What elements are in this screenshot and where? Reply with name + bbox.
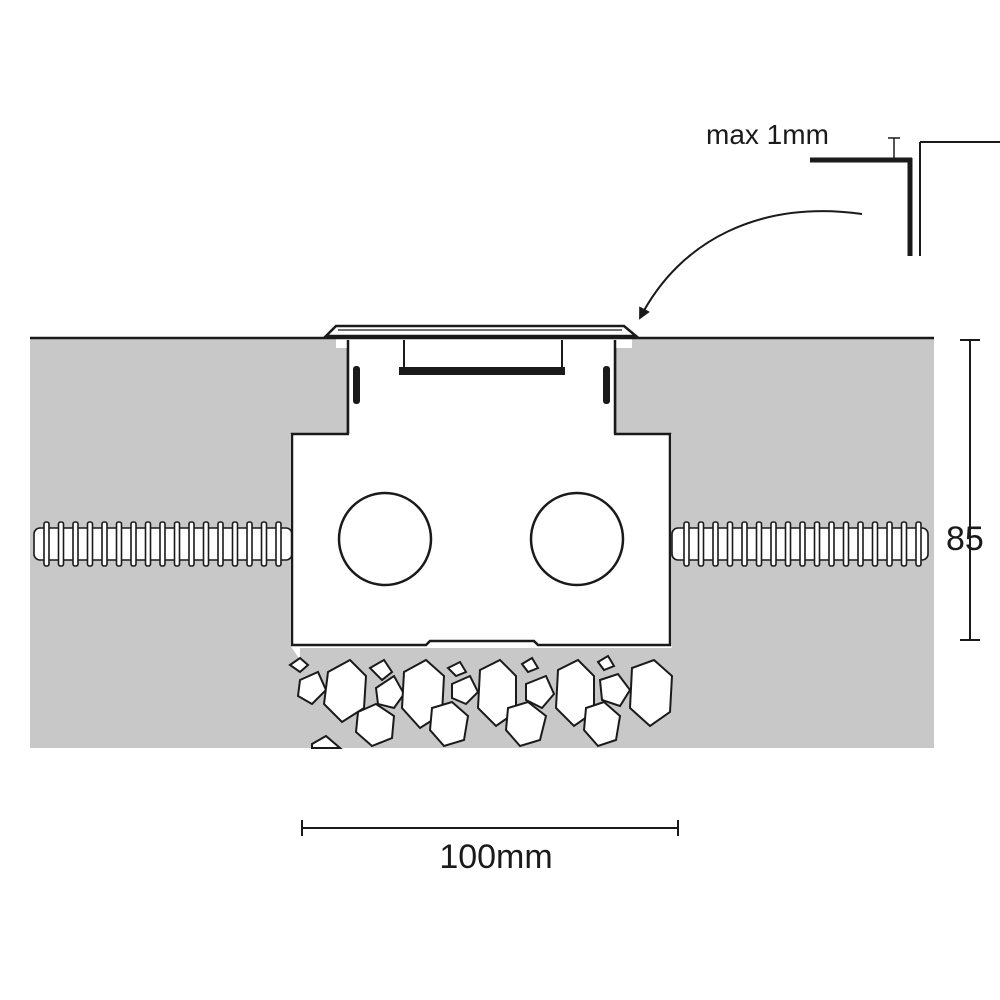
gravel-bed <box>288 648 674 749</box>
rebar-rib <box>231 521 239 567</box>
rebar-rib <box>217 521 224 567</box>
rebar-rib <box>57 521 65 567</box>
depth-dimension <box>960 339 980 641</box>
cable-entry-right <box>529 491 625 587</box>
depth-label: 85 <box>946 520 984 558</box>
cable-entry-left <box>337 491 433 587</box>
rebar-rib <box>43 521 50 567</box>
rebar-rib <box>202 521 210 567</box>
rebar-rib <box>260 521 268 567</box>
rebar-right-ribs <box>683 521 922 567</box>
rebar-right <box>671 521 929 567</box>
width-dimension <box>301 820 679 836</box>
detail-pointer-arrow <box>639 210 863 320</box>
rebar-rib <box>159 521 166 567</box>
rebar-rib <box>726 521 734 567</box>
rebar-left-ribs <box>43 521 282 567</box>
rebar-rib <box>784 521 792 567</box>
rebar-rib <box>755 521 763 567</box>
clip-right <box>603 366 610 404</box>
rebar-rib <box>741 521 748 567</box>
rebar-rib <box>144 521 152 567</box>
rebar-rib <box>712 521 719 567</box>
rebar-rib <box>900 521 908 567</box>
lamp-recess <box>399 340 565 375</box>
rebar-rib <box>886 521 893 567</box>
rebar-rib <box>770 521 777 567</box>
rebar-rib <box>857 521 864 567</box>
housing-neck <box>349 340 614 436</box>
lip-detail-inset <box>810 137 1000 256</box>
rebar-rib <box>86 521 94 567</box>
rebar-rib <box>246 521 253 567</box>
width-label: 100mm <box>439 838 552 876</box>
rebar-rib <box>275 521 282 567</box>
rebar-rib <box>842 521 850 567</box>
rebar-rib <box>115 521 123 567</box>
rebar-rib <box>871 521 879 567</box>
rebar-left <box>33 521 293 567</box>
top-flange-lid <box>322 324 640 338</box>
rebar-rib <box>101 521 108 567</box>
rebar-rib <box>173 521 181 567</box>
lip-thickness-label: max 1mm <box>706 119 829 150</box>
rebar-rib <box>188 521 195 567</box>
rebar-rib <box>72 521 79 567</box>
rebar-rib <box>799 521 806 567</box>
rebar-rib <box>813 521 821 567</box>
clip-left <box>353 366 360 404</box>
rebar-rib <box>130 521 137 567</box>
rebar-rib <box>915 521 922 567</box>
rebar-rib <box>683 521 690 567</box>
rebar-rib <box>828 521 835 567</box>
rebar-rib <box>697 521 705 567</box>
